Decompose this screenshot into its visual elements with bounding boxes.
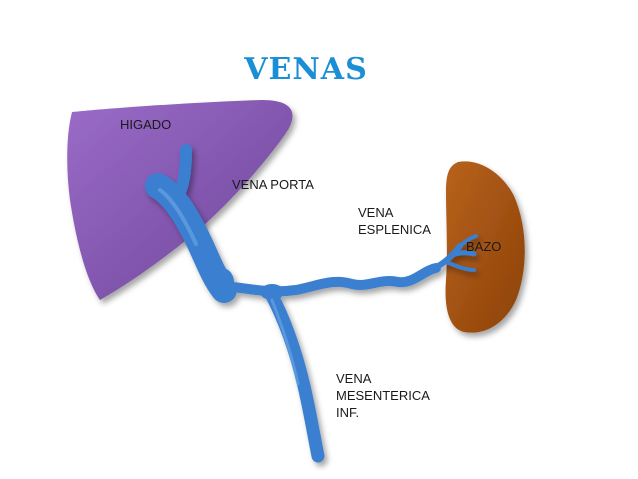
portal-vein-label: VENA PORTA (232, 177, 314, 192)
splenic-branch (456, 234, 478, 250)
mesenteric-vein-label-line: VENA (336, 371, 372, 386)
splenic-vein-label-line: VENA (358, 205, 394, 220)
portal-vein-branch (172, 144, 192, 202)
splenic-vein (217, 263, 441, 297)
liver-label: HIGADO (120, 117, 172, 132)
page-title: VENAS (244, 52, 368, 87)
spleen-shape (445, 161, 525, 333)
vein-network (145, 144, 478, 463)
mesenteric-vein-label-line: MESENTERICA (336, 388, 430, 403)
splenic-vein-label-line: ESPLENICA (358, 222, 431, 237)
spleen-label: BAZO (466, 239, 502, 254)
venous-junction (260, 284, 284, 300)
portal-vein-highlight (158, 188, 198, 246)
inferior-mesenteric-vein (263, 285, 325, 463)
mesenteric-vein-label: VENA MESENTERICA INF. (336, 370, 430, 421)
splenic-vein-label: VENA ESPLENICA (358, 204, 431, 238)
mesenteric-vein-label-line: INF. (336, 405, 360, 420)
splenic-branch (447, 250, 477, 259)
portal-junction (210, 268, 234, 296)
splenic-branch (444, 260, 476, 272)
mesenteric-highlight (270, 298, 300, 386)
